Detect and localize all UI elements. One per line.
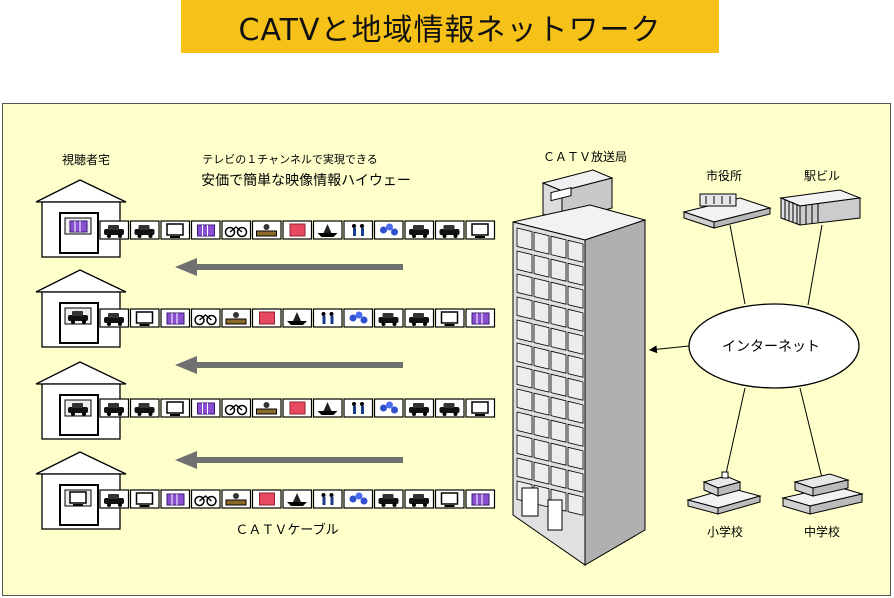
desk-icon xyxy=(221,489,252,509)
bicycle-icon xyxy=(221,398,252,418)
station-building-icon xyxy=(779,189,862,226)
books-icon xyxy=(465,308,496,328)
bicycle-icon xyxy=(190,308,221,328)
internet-to-station-link xyxy=(649,345,690,354)
car-icon xyxy=(99,489,130,509)
books-icon xyxy=(465,489,496,509)
tv-icon xyxy=(129,308,160,328)
tv-icon xyxy=(160,398,191,418)
books-icon xyxy=(69,220,88,233)
gift-icon xyxy=(251,489,282,509)
cable-strip xyxy=(68,308,496,328)
catv-station-tower-icon xyxy=(512,169,647,566)
tv-icon xyxy=(160,220,191,240)
station-label: ＣＡＴＶ放送局 xyxy=(543,149,627,164)
facility-links xyxy=(724,224,823,479)
car-icon xyxy=(99,308,130,328)
signal-arrows xyxy=(175,258,403,469)
cable-label: ＣＡＴＶケーブル xyxy=(235,522,338,538)
people-icon xyxy=(312,308,343,328)
car-icon xyxy=(99,398,130,418)
homes-label: 視聴者宅 xyxy=(62,152,110,167)
tv-icon xyxy=(434,308,465,328)
highway-caption: 安価で簡単な映像情報ハイウェー xyxy=(201,173,411,189)
tv-icon xyxy=(465,220,496,240)
desk-icon xyxy=(251,220,282,240)
tv-icon xyxy=(129,489,160,509)
books-icon xyxy=(160,308,191,328)
car-icon xyxy=(404,308,435,328)
title-banner: CATVと地域情報ネットワーク xyxy=(181,0,719,53)
car-icon xyxy=(68,403,88,416)
desk-icon xyxy=(251,398,282,418)
flowers-icon xyxy=(343,308,374,328)
books-icon xyxy=(190,220,221,240)
car-icon xyxy=(404,220,435,240)
tv-icon xyxy=(434,489,465,509)
ship-icon xyxy=(282,489,313,509)
car-icon xyxy=(404,398,435,418)
bicycle-icon xyxy=(190,489,221,509)
home-house-icon xyxy=(35,269,127,348)
junior-high-school-label: 中学校 xyxy=(804,524,840,539)
signal-arrow xyxy=(175,356,403,374)
elementary-school-icon xyxy=(686,471,762,515)
city-hall-icon xyxy=(682,193,772,229)
cable-strip xyxy=(68,398,496,418)
tv-icon xyxy=(69,491,87,506)
car-icon xyxy=(404,489,435,509)
page-title: CATVと地域情報ネットワーク xyxy=(238,12,662,48)
car-icon xyxy=(373,489,404,509)
ship-icon xyxy=(312,220,343,240)
cable-strip xyxy=(69,489,496,509)
car-icon xyxy=(99,220,130,240)
people-icon xyxy=(343,398,374,418)
gift-icon xyxy=(282,220,313,240)
cable-strips xyxy=(68,220,496,509)
elementary-school-label: 小学校 xyxy=(707,524,743,539)
signal-arrow xyxy=(175,258,403,276)
flowers-icon xyxy=(373,398,404,418)
internet-label: インターネット xyxy=(722,339,820,355)
books-icon xyxy=(190,398,221,418)
signal-arrow xyxy=(175,451,403,469)
bicycle-icon xyxy=(221,220,252,240)
car-icon xyxy=(68,311,88,324)
car-icon xyxy=(129,220,160,240)
flowers-icon xyxy=(373,220,404,240)
desk-icon xyxy=(221,308,252,328)
channel-caption: テレビの１チャンネルで実現できる xyxy=(202,152,377,166)
junior-high-school-icon xyxy=(781,473,864,515)
car-icon xyxy=(434,398,465,418)
people-icon xyxy=(312,489,343,509)
car-icon xyxy=(129,398,160,418)
city-hall-label: 市役所 xyxy=(706,168,742,183)
cable-strip xyxy=(69,220,496,240)
tv-icon xyxy=(465,398,496,418)
books-icon xyxy=(160,489,191,509)
flowers-icon xyxy=(343,489,374,509)
home-house-icon xyxy=(35,451,127,530)
gift-icon xyxy=(251,308,282,328)
internet-cloud: インターネット xyxy=(688,303,860,389)
home-house-icon xyxy=(35,179,127,258)
ship-icon xyxy=(282,308,313,328)
ship-icon xyxy=(312,398,343,418)
car-icon xyxy=(434,220,465,240)
people-icon xyxy=(343,220,374,240)
car-icon xyxy=(373,308,404,328)
gift-icon xyxy=(282,398,313,418)
station-building-label: 駅ビル xyxy=(804,169,840,183)
